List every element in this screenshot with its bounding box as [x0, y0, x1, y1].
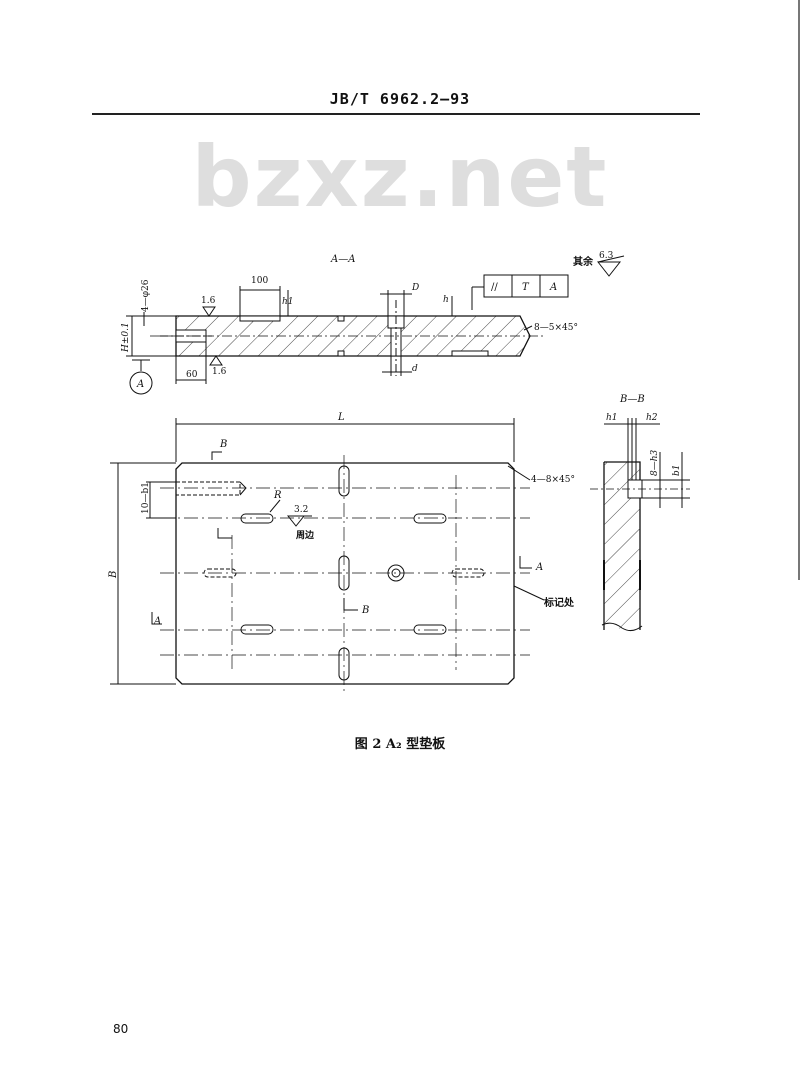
technical-drawing: A—A 100 h1 D d h: [108, 251, 690, 695]
dim-D: D: [411, 283, 419, 293]
rest-label: 其余: [573, 255, 594, 268]
standard-number: JB/T 6962.2—93: [329, 90, 471, 108]
mark-place: 标记处: [543, 596, 575, 609]
section-mark-A-left: A: [153, 616, 161, 627]
section-mark-B-bottom: B: [361, 605, 369, 616]
tolerance-A: A: [549, 282, 557, 293]
dim-h1: h1: [282, 297, 294, 307]
section-aa-view: A—A 100 h1 D d h: [121, 251, 625, 395]
bb-b1: b1: [672, 465, 682, 477]
dim-10-b1: 10—b1: [141, 482, 151, 514]
datum-A: [129, 371, 153, 395]
section-bb-title: B—B: [619, 394, 645, 405]
rough-3-2: 3.2: [294, 505, 308, 515]
plan-view: L 4—8×45° B: [108, 412, 575, 695]
rest-roughness: 6.3: [599, 251, 614, 261]
dim-H: H±0.1: [121, 322, 131, 353]
dim-100: 100: [251, 276, 268, 286]
around-edge: 周边: [296, 529, 315, 541]
section-aa-title: A—A: [330, 254, 355, 265]
plate-outline: [175, 462, 515, 685]
section-bb-view: B—B h1 h2 8—h3 b1: [590, 394, 690, 632]
tolerance-symbol: //: [491, 282, 498, 293]
bb-8-h3: 8—h3: [650, 449, 660, 476]
tolerance-T: T: [522, 282, 530, 293]
datum-A-label: A: [136, 379, 144, 390]
chamfer-8: 8—5×45°: [534, 323, 578, 333]
dim-h: h: [443, 295, 449, 305]
bb-h1: h1: [606, 413, 618, 423]
rough-1-6-bottom: 1.6: [212, 367, 227, 377]
dim-L: L: [337, 412, 345, 423]
radius-R: R: [273, 490, 282, 501]
bb-h2: h2: [646, 413, 658, 423]
tolerance-frame: [483, 274, 569, 298]
figure-caption: 图 2 A₂ 型垫板: [354, 737, 446, 752]
watermark: bzxz.net: [191, 128, 609, 226]
page-edge: [798, 0, 800, 580]
rough-1-6-top: 1.6: [201, 296, 216, 306]
page-number: 80: [113, 1022, 129, 1036]
header-rule: [92, 113, 700, 115]
dim-60: 60: [186, 370, 198, 380]
dim-B: B: [108, 571, 119, 579]
holes-4-phi26: 4—φ26: [141, 279, 151, 312]
chamfer-4: 4—8×45°: [531, 475, 575, 485]
dim-d: d: [412, 364, 418, 374]
section-mark-B-top: B: [219, 439, 227, 450]
section-mark-A-right: A: [535, 562, 543, 573]
